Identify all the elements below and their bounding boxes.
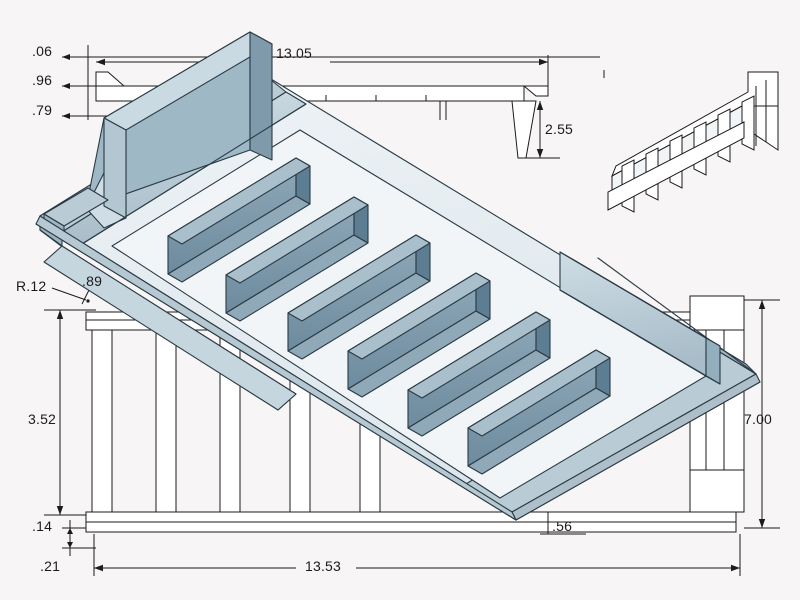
dimension-label-21: .21 bbox=[40, 558, 61, 574]
dimension-label-06: .06 bbox=[32, 43, 53, 59]
dimension-label-89: .89 bbox=[82, 273, 103, 289]
dimension-label-r12: R.12 bbox=[16, 278, 47, 294]
dimension-label-352: 3.52 bbox=[28, 411, 57, 427]
view-isometric-main bbox=[35, 31, 761, 521]
dimension-label-96: .96 bbox=[32, 72, 53, 88]
view-right-section bbox=[607, 71, 779, 213]
dimension-label-1353: 13.53 bbox=[305, 558, 342, 574]
dimension-label-255: 2.55 bbox=[545, 121, 574, 137]
dimension-label-14: .14 bbox=[32, 518, 53, 534]
dimension-label-1305: 13.05 bbox=[276, 45, 313, 61]
dimension-label-79: .79 bbox=[32, 102, 53, 118]
dimension-label-56: .56 bbox=[552, 518, 573, 534]
dimension-label-700: 7.00 bbox=[744, 411, 773, 427]
rib-group bbox=[167, 157, 611, 475]
